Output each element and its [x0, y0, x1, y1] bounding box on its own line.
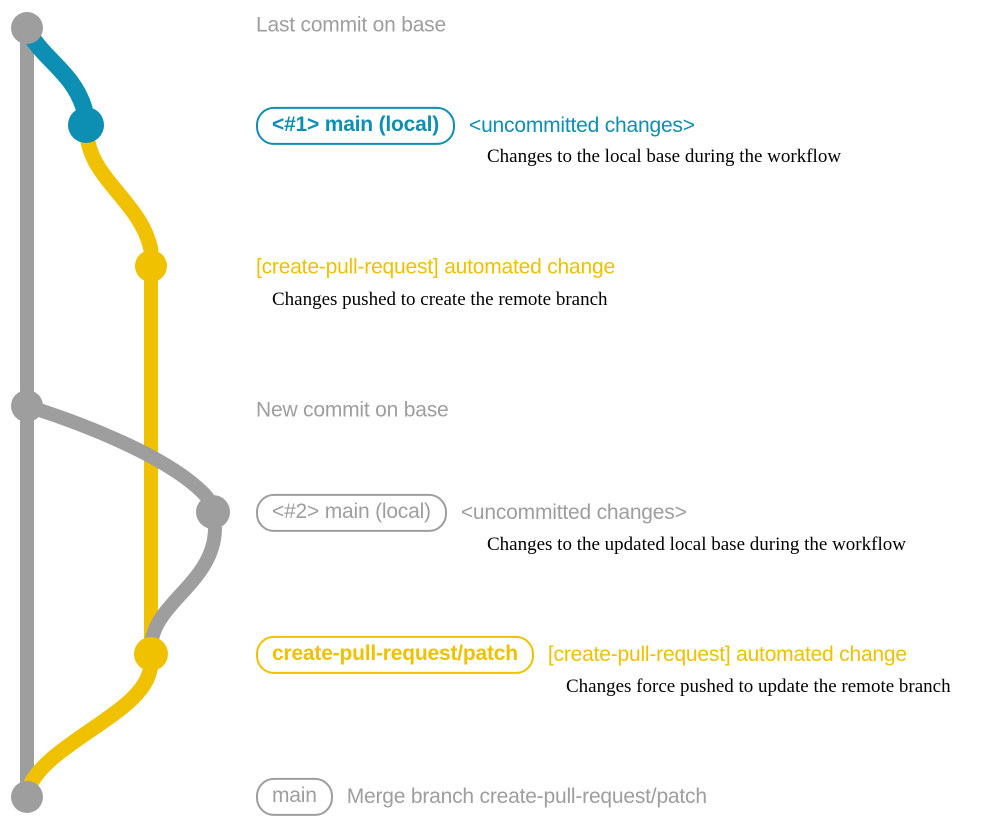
node-local-main-1	[68, 107, 104, 143]
edge-local-2-to-remote-2	[145, 522, 222, 646]
ref-badge-main[interactable]: main	[256, 777, 333, 817]
ref-badge-local-main-2[interactable]: <#2> main (local)	[256, 493, 447, 533]
commit-subject-last-commit-on-base: Last commit on base	[256, 13, 446, 37]
entry-last-commit-on-base: Last commit on base	[256, 12, 446, 37]
node-merge-commit	[11, 781, 43, 813]
entry-local-main-2: <#2> main (local) <uncommitted changes>	[256, 493, 687, 533]
node-create-pull-request-patch-2	[134, 637, 168, 671]
edge-remote-2-to-merge	[20, 662, 158, 798]
entry-merge-commit: main Merge branch create-pull-request/pa…	[256, 777, 707, 817]
ref-badge-local-main-1[interactable]: <#1> main (local)	[256, 106, 456, 146]
entry-create-pull-request-patch-2: create-pull-request/patch [create-pull-r…	[256, 635, 907, 675]
entry-new-commit-on-base: New commit on base	[256, 397, 449, 422]
caption-local-main-2: Changes to the updated local base during…	[487, 534, 906, 555]
edge-local-1-to-remote-1	[80, 134, 159, 258]
edge-base-to-local-2	[20, 399, 214, 504]
entry-local-main-1: <#1> main (local) <uncommitted changes>	[256, 106, 695, 146]
ref-badge-create-pull-request-patch[interactable]: create-pull-request/patch	[256, 635, 534, 675]
commit-subject-create-pull-request-patch-2: [create-pull-request] automated change	[547, 643, 907, 667]
entry-create-pull-request-patch-1: [create-pull-request] automated change	[256, 254, 615, 279]
node-last-commit-on-base	[11, 12, 43, 44]
node-new-commit-on-base	[11, 390, 43, 422]
node-create-pull-request-patch-1	[135, 250, 167, 282]
commit-subject-local-main-2: <uncommitted changes>	[460, 501, 687, 525]
commit-subject-new-commit-on-base: New commit on base	[256, 398, 449, 422]
commit-subject-create-pull-request-patch-1: [create-pull-request] automated change	[256, 255, 615, 279]
caption-create-pull-request-patch-2: Changes force pushed to update the remot…	[566, 676, 951, 697]
caption-create-pull-request-patch-1: Changes pushed to create the remote bran…	[272, 289, 608, 310]
commit-subject-local-main-1: <uncommitted changes>	[469, 114, 695, 138]
node-local-main-2	[196, 495, 230, 529]
commit-subject-merge-commit: Merge branch create-pull-request/patch	[346, 785, 707, 809]
caption-local-main-1: Changes to the local base during the wor…	[487, 146, 842, 167]
